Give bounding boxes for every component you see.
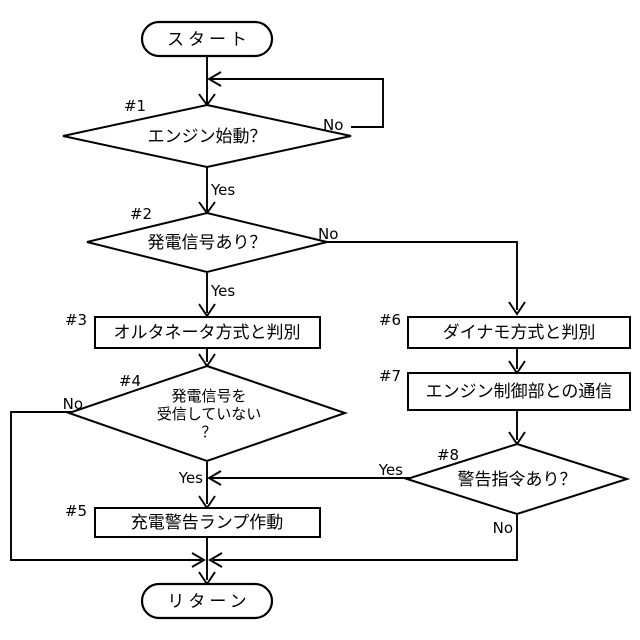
tag-4: #4 (119, 372, 141, 390)
return-label: リターン (167, 592, 250, 612)
decision-8-label: 警告指令あり？ (458, 470, 577, 490)
connector-n1-no-loop (211, 78, 384, 128)
arrowhead-n8-yes (207, 470, 222, 486)
arrowhead-n1-loop (207, 71, 222, 87)
arrowhead-n6-top (508, 301, 526, 316)
process-7-shape (407, 372, 631, 411)
decision-2-label: 発電信号あり？ (148, 233, 267, 253)
process-7-label: エンジン制御部との通信 (426, 382, 613, 402)
tag-8: #8 (437, 446, 459, 464)
return-terminal-shape (140, 582, 274, 620)
decision-4-label-line3: ？ (201, 423, 216, 441)
process-6-shape (407, 316, 631, 349)
decision-1-shape (62, 103, 352, 169)
process-3-label: オルタネータ方式と判別 (114, 323, 301, 343)
branch-2-yes: Yes (210, 282, 235, 300)
connector-n8-no-to-bottom (213, 515, 518, 561)
node-process-3[interactable]: オルタネータ方式と判別 (94, 316, 321, 349)
node-process-7[interactable]: エンジン制御部との通信 (407, 372, 631, 411)
decision-4-shape (65, 364, 349, 463)
node-start[interactable]: スタート (140, 20, 274, 58)
node-process-6[interactable]: ダイナモ方式と判別 (407, 316, 631, 349)
branch-1-yes: Yes (210, 181, 235, 199)
tag-2: #2 (130, 205, 152, 223)
branch-1-no: No (323, 116, 343, 134)
decision-4-label-line1: 発電信号を (171, 387, 246, 405)
arrowhead-bottom-right (208, 552, 223, 568)
node-decision-2[interactable]: 発電信号あり？ (86, 211, 328, 274)
tag-3: #3 (65, 311, 87, 329)
connector-n2-no-to-n6 (327, 241, 518, 310)
node-process-5[interactable]: 充電警告ランプ作動 (94, 507, 321, 538)
tag-6: #6 (379, 311, 401, 329)
process-3-shape (94, 316, 321, 349)
process-5-shape (94, 507, 321, 538)
decision-4-label-line2: 受信していない (157, 405, 262, 423)
decision-2-shape (86, 211, 328, 274)
branch-2-no: No (318, 225, 338, 243)
node-decision-8[interactable]: 警告指令あり？ (403, 442, 631, 516)
process-6-label: ダイナモ方式と判別 (443, 323, 596, 343)
decision-1-label: エンジン始動？ (148, 127, 267, 147)
node-return[interactable]: リターン (140, 582, 274, 620)
process-5-label: 充電警告ランプ作動 (131, 513, 284, 533)
connector-n4-no-to-bottom (10, 411, 201, 561)
branch-4-yes: Yes (178, 469, 203, 487)
tag-1: #1 (124, 97, 146, 115)
node-decision-1[interactable]: エンジン始動？ (62, 103, 352, 169)
decision-8-shape (403, 442, 631, 516)
branch-8-no: No (493, 519, 513, 537)
start-label: スタート (167, 30, 251, 50)
node-decision-4[interactable]: 発電信号を 受信していない ？ (65, 364, 349, 463)
arrowhead-bottom-left (191, 552, 206, 568)
tag-7: #7 (379, 367, 401, 385)
branch-8-yes: Yes (378, 461, 403, 479)
tag-5: #5 (65, 502, 87, 520)
start-terminal-shape (140, 20, 274, 58)
branch-4-no: No (63, 395, 83, 413)
